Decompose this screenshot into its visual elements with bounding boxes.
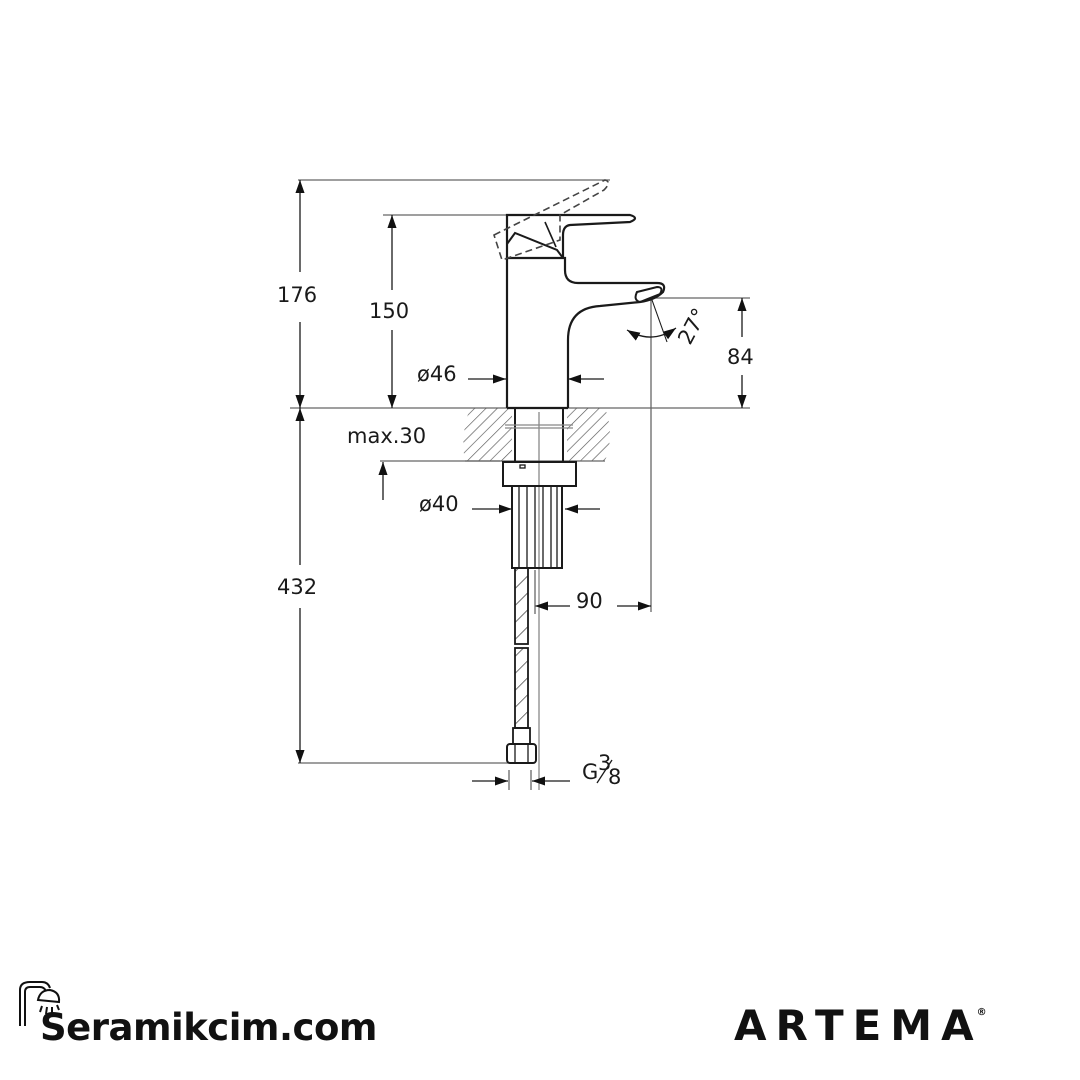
dim-label-thread-den: 8 bbox=[608, 765, 621, 789]
lever-open-dashed bbox=[493, 179, 610, 262]
dim-label-46: ø46 bbox=[417, 362, 457, 386]
threaded-shank bbox=[511, 485, 563, 569]
hose-ferrule bbox=[512, 727, 531, 745]
shower-head-icon bbox=[19, 981, 61, 1026]
dim-label-432: 432 bbox=[277, 575, 317, 599]
dim-label-thread: G bbox=[582, 760, 598, 784]
hose-upper bbox=[514, 567, 529, 645]
angle-arc bbox=[626, 327, 677, 341]
dim-label-90: 90 bbox=[576, 589, 603, 613]
dim-label-150: 150 bbox=[369, 299, 409, 323]
registered-mark: ® bbox=[976, 1007, 987, 1018]
dim-label-angle: 27° bbox=[673, 304, 712, 348]
faucet-body bbox=[505, 256, 666, 408]
deck-hatch-left bbox=[463, 408, 512, 461]
hose-fitting-nut bbox=[506, 743, 537, 764]
lever-handle bbox=[505, 213, 637, 258]
hose-lower bbox=[514, 647, 529, 729]
deck-hatch-right bbox=[567, 408, 610, 461]
seramikcim-logo-text: Seramikcim.com bbox=[40, 1006, 377, 1049]
artema-logo: ARTEMA® bbox=[734, 1001, 993, 1050]
dim-label-max30: max.30 bbox=[347, 424, 426, 448]
dim-label-thread-num: 3 bbox=[598, 751, 611, 775]
dim-label-176: 176 bbox=[277, 283, 317, 307]
dim-label-40: ø40 bbox=[419, 492, 459, 516]
artema-logo-text: ARTEMA bbox=[734, 1001, 983, 1050]
spout-aerator bbox=[634, 285, 663, 304]
dim-label-84: 84 bbox=[727, 345, 754, 369]
